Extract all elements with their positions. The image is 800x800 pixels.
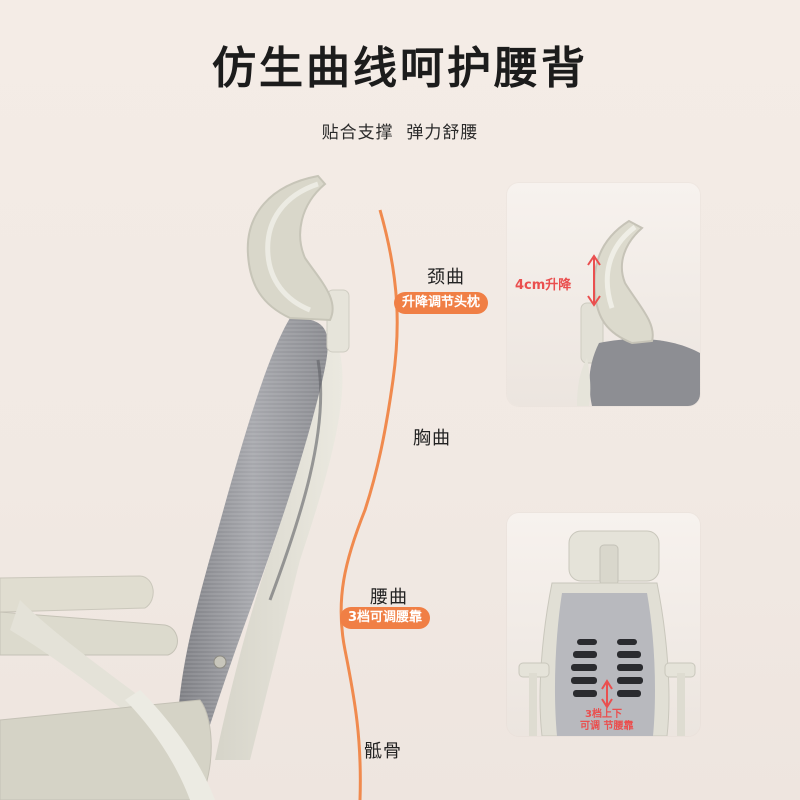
headrest-detail-panel: 4cm升降 <box>507 183 700 406</box>
waist-tag-badge: 3档可调腰靠 <box>340 607 431 629</box>
armrest-upper <box>0 575 154 613</box>
chest-curve-label: 胸曲 <box>413 428 451 449</box>
headrest-lift-callout: 4cm升降 <box>515 278 572 293</box>
spine-curve <box>339 209 399 800</box>
page-subtitle: 贴合支撑 弹力舒腰 <box>321 123 479 143</box>
lumbar-pad-ribs <box>571 639 643 697</box>
page-title: 仿生曲线呵护腰背 <box>212 43 588 94</box>
neck-tag-badge: 升降调节头枕 <box>394 292 489 314</box>
lumbar-closeup <box>518 530 696 736</box>
up-down-arrow-icon <box>587 254 601 307</box>
backrest-frame <box>215 330 343 760</box>
headrest-closeup <box>577 219 700 406</box>
waist-curve-label: 腰曲 <box>370 587 408 608</box>
headrest-cushion <box>246 174 334 322</box>
tailbone-label: 骶骨 <box>364 741 402 762</box>
lumbar-callout-line1: 3档上下 <box>585 709 622 720</box>
neck-curve-label: 颈曲 <box>427 267 465 288</box>
lumbar-arrow-icon <box>601 679 613 709</box>
lumbar-callout-line2: 可调 节腰靠 <box>580 721 634 732</box>
lumbar-detail-panel: 3档上下 可调 节腰靠 <box>507 513 700 736</box>
